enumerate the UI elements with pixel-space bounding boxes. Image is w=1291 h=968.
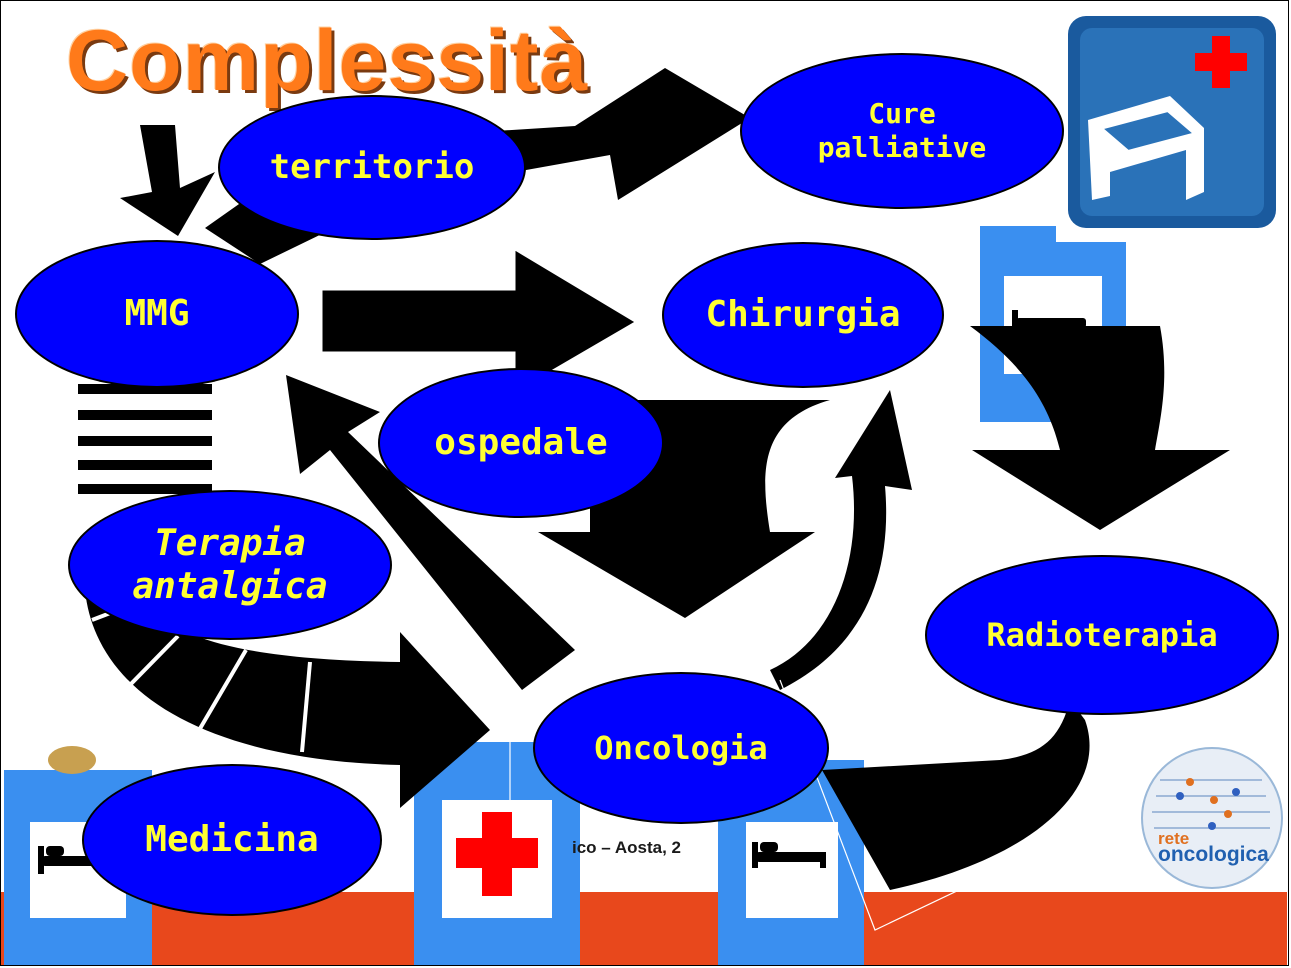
arrow-chirurgia-to-radioterapia xyxy=(970,326,1230,530)
decorative-sprite xyxy=(48,746,96,774)
node-medicina[interactable]: Medicina xyxy=(82,764,382,916)
node-cure-palliative[interactable]: Cure palliative xyxy=(740,53,1064,209)
node-terapia-antalgica[interactable]: Terapia antalgica xyxy=(68,490,392,640)
node-terapia-antalgica-label: Terapia antalgica xyxy=(132,522,328,607)
node-medicina-label: Medicina xyxy=(145,819,319,861)
node-radioterapia[interactable]: Radioterapia xyxy=(925,555,1279,715)
footer-text: ico – Aosta, 2 xyxy=(572,838,681,857)
arrow-mmg-to-chirurgia xyxy=(321,249,636,393)
logo-line2: oncologica xyxy=(1158,843,1269,866)
node-chirurgia[interactable]: Chirurgia xyxy=(662,242,944,388)
rete-oncologica-logo-text: rete oncologica xyxy=(1138,755,1288,885)
bed-icon xyxy=(1012,310,1086,334)
node-oncologia[interactable]: Oncologia xyxy=(533,672,829,824)
red-cross-icon xyxy=(456,812,538,896)
red-cross-icon xyxy=(1195,36,1247,88)
hospital-bed-cross-icon xyxy=(1068,16,1276,228)
arrow-title-to-mmg xyxy=(120,125,215,236)
logo-line1: rete xyxy=(1158,829,1190,848)
arrow-oncologia-to-mmg xyxy=(286,375,575,690)
bed-icon xyxy=(752,842,826,868)
node-chirurgia-label: Chirurgia xyxy=(705,294,901,336)
arrow-terapia-to-oncologia xyxy=(85,590,490,808)
node-ospedale-label: ospedale xyxy=(434,422,608,464)
node-territorio-label: territorio xyxy=(269,147,475,188)
node-ospedale[interactable]: ospedale xyxy=(378,368,664,518)
node-territorio[interactable]: territorio xyxy=(218,95,526,240)
node-mmg[interactable]: MMG xyxy=(15,240,299,388)
slide-title: Complessità xyxy=(66,13,589,109)
node-mmg-label: MMG xyxy=(124,293,190,335)
arrow-oncologia-to-chirurgia xyxy=(770,390,912,690)
node-oncologia-label: Oncologia xyxy=(594,728,768,767)
node-radioterapia-label: Radioterapia xyxy=(986,615,1218,654)
stair-bars xyxy=(78,384,212,494)
rete-oncologica-logo xyxy=(1141,747,1283,889)
arrow-radioterapia-to-oncologia xyxy=(822,700,1090,890)
node-cure-palliative-label: Cure palliative xyxy=(817,97,987,164)
